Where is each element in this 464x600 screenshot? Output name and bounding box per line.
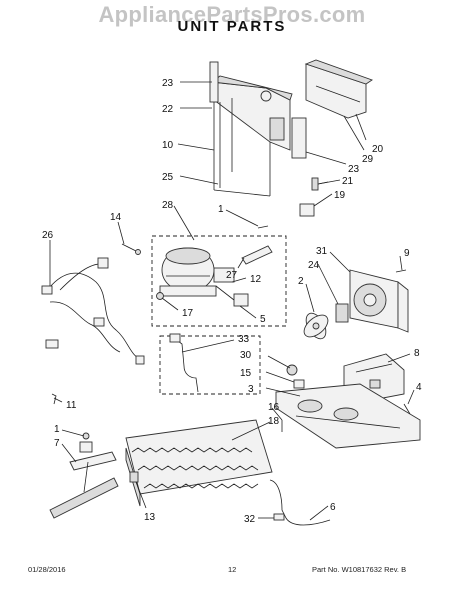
callout-23: 23 xyxy=(162,78,174,89)
callout-15: 15 xyxy=(240,368,252,379)
callout-1a: 1 xyxy=(218,204,224,215)
condenser-coil xyxy=(125,419,273,507)
callout-11: 11 xyxy=(66,400,77,411)
condenser-fan-blade xyxy=(303,312,329,340)
base-plate xyxy=(275,364,421,449)
callout-32: 32 xyxy=(244,514,256,525)
callout-25: 25 xyxy=(162,172,174,183)
callout-7: 7 xyxy=(54,438,60,449)
callout-13: 13 xyxy=(144,512,156,523)
callout-27: 27 xyxy=(226,270,238,281)
callout-24: 24 xyxy=(308,260,320,271)
callout-18: 18 xyxy=(268,416,280,427)
condenser-fan-assembly xyxy=(335,269,409,333)
compressor xyxy=(156,245,273,307)
callout-23b: 23 xyxy=(348,164,360,175)
evaporator-assembly xyxy=(209,61,307,197)
watermark: AppliancePartsPros.com xyxy=(98,2,366,27)
evaporator-cover xyxy=(304,59,373,119)
tubing-group-outline xyxy=(159,335,261,395)
callout-21: 21 xyxy=(342,176,354,187)
callout-12: 12 xyxy=(250,274,262,285)
drain-tube xyxy=(169,333,199,393)
callout-8: 8 xyxy=(414,348,420,359)
footer-page-number: 12 xyxy=(228,565,237,574)
left-small-parts xyxy=(49,393,119,519)
callout-3: 3 xyxy=(248,384,254,395)
callout-26: 26 xyxy=(42,230,54,241)
footer-date: 01/28/2016 xyxy=(28,565,66,574)
wiring-harness xyxy=(41,243,145,365)
capillary-tube xyxy=(269,479,331,526)
callout-17: 17 xyxy=(182,308,194,319)
callout-9: 9 xyxy=(404,248,410,259)
callout-6: 6 xyxy=(330,502,336,513)
callout-22: 22 xyxy=(162,104,174,115)
callout-19: 19 xyxy=(334,190,346,201)
callout-4: 4 xyxy=(416,382,422,393)
thermistor-and-clip xyxy=(299,177,329,217)
callout-31: 31 xyxy=(316,246,328,257)
callout-33: 33 xyxy=(238,334,250,345)
callout-29: 29 xyxy=(362,154,374,165)
page-title: UNIT PARTS xyxy=(177,18,287,35)
callout-14: 14 xyxy=(110,212,122,223)
callout-1b: 1 xyxy=(54,424,60,435)
screw-1a xyxy=(257,225,269,229)
callout-20: 20 xyxy=(372,144,384,155)
callout-5: 5 xyxy=(260,314,266,325)
callout-2: 2 xyxy=(298,276,304,287)
callout-28: 28 xyxy=(162,200,174,211)
callout-10: 10 xyxy=(162,140,174,151)
callout-16: 16 xyxy=(268,402,280,413)
callout-labels: 23 22 10 25 20 29 23 21 19 28 1 14 26 27… xyxy=(42,78,422,525)
leader-lines xyxy=(49,81,415,521)
callout-30: 30 xyxy=(240,350,252,361)
footer-part-number: Part No. W10817632 Rev. B xyxy=(312,565,407,574)
compressor-group-outline xyxy=(151,235,287,327)
